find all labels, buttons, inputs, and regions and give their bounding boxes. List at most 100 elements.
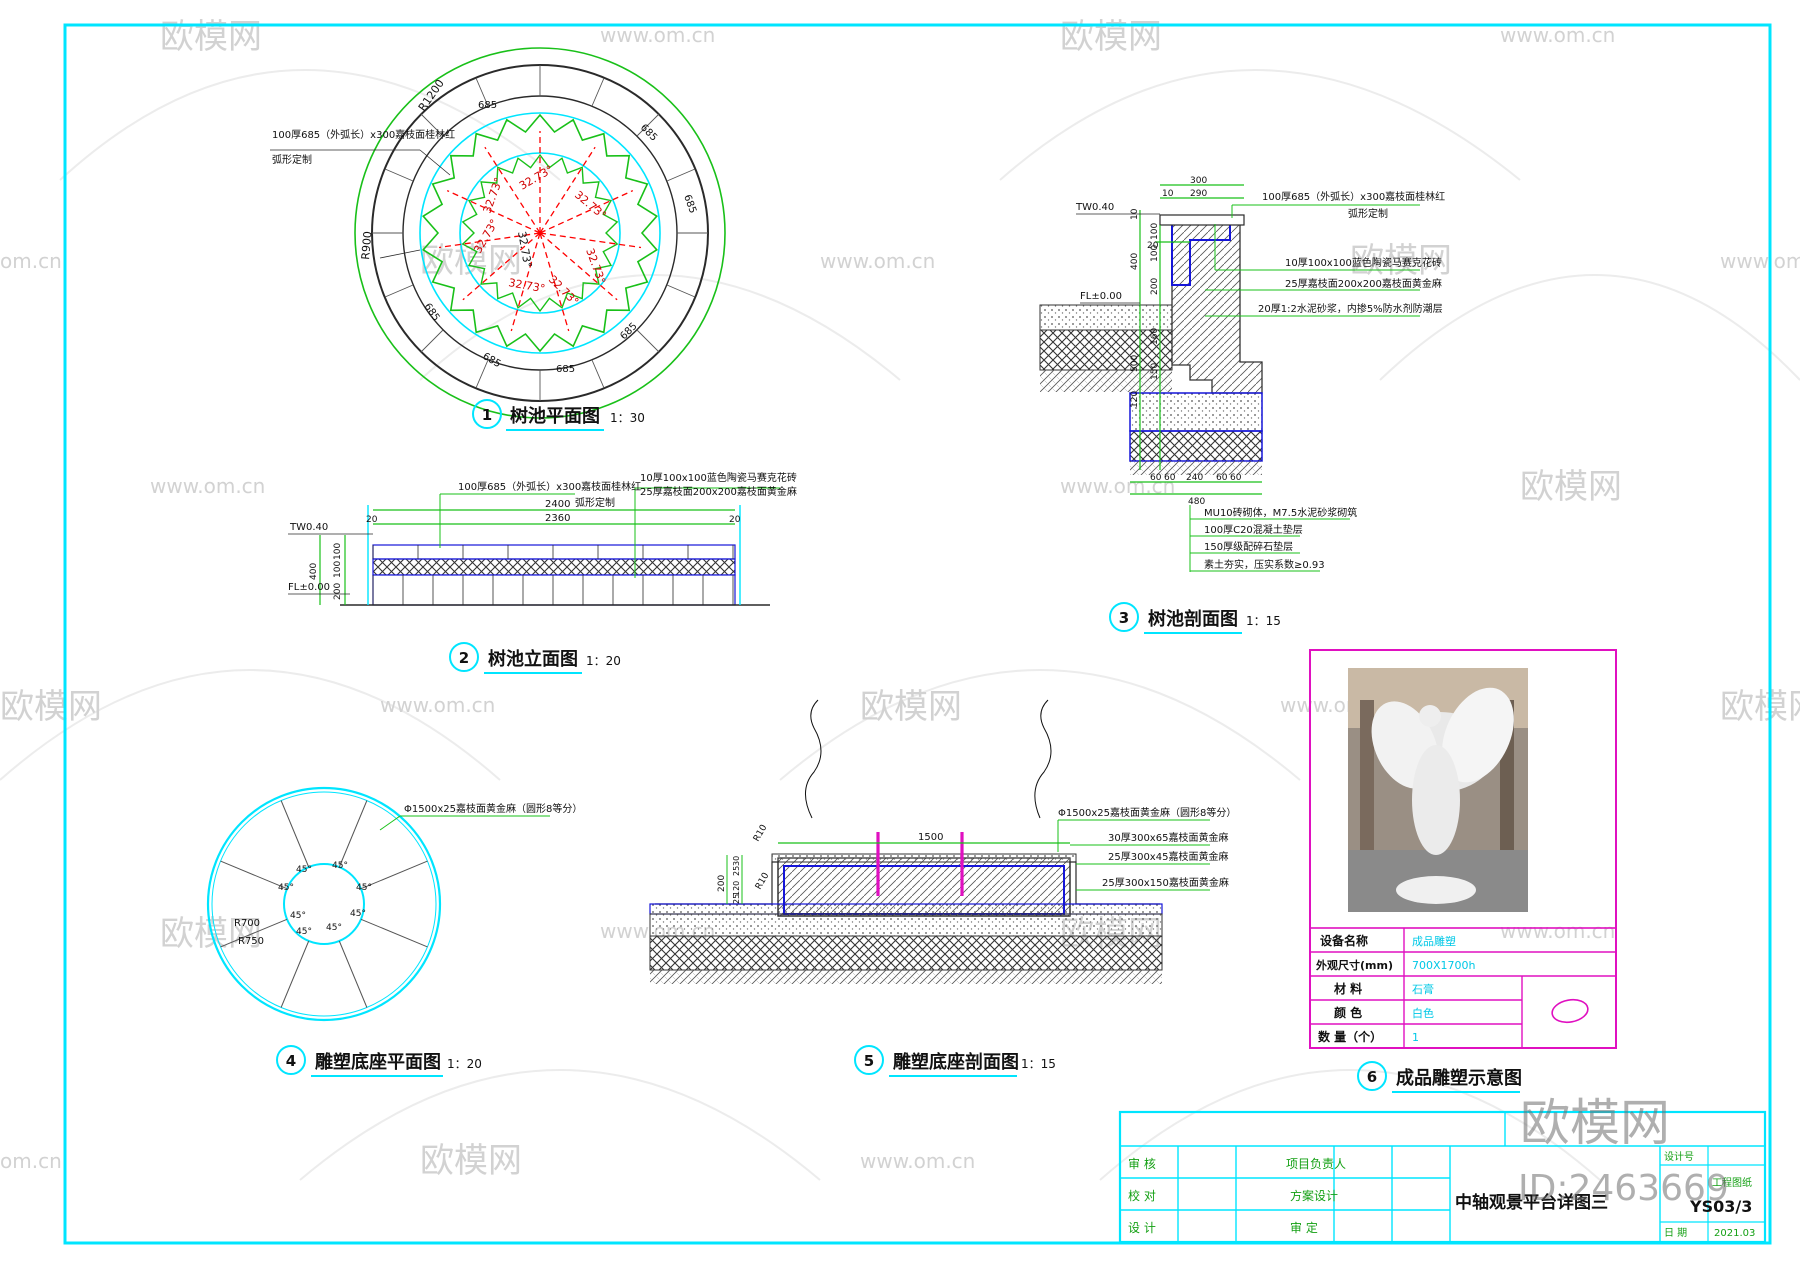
dim-60: 60	[1150, 473, 1162, 483]
view5-title: 雕塑底座剖面图	[893, 1051, 1019, 1073]
sculpture-photo	[1348, 668, 1528, 912]
watermark-url: om.cn	[0, 249, 62, 273]
project-lead-label: 项目负责人	[1286, 1157, 1346, 1171]
gravel-layer	[1039, 329, 1173, 371]
dim-10: 10	[1162, 189, 1174, 199]
dim-100: 100	[333, 561, 343, 578]
view3-section: 300 290 10 20 10 100 100 200 400 160 500…	[1039, 176, 1445, 634]
pit-star-inner	[461, 153, 619, 313]
view1-scale: 1：30	[610, 411, 645, 425]
dim-120: 120	[732, 881, 741, 896]
view2-note: 弧形定制	[575, 496, 615, 509]
mosaic-band	[372, 558, 736, 576]
concrete-footing	[1129, 392, 1263, 432]
dim-400: 400	[1130, 253, 1140, 270]
tw-elevation: TW0.40	[289, 522, 328, 533]
view6-title: 成品雕塑示意图	[1396, 1067, 1522, 1089]
angle-45: 45°	[332, 861, 348, 871]
view2-scale: 1：20	[586, 654, 621, 668]
watermark-url: www.om.cn	[150, 474, 265, 498]
view5-note: Φ1500x25嘉枝面黄金麻（圆形8等分）	[1058, 806, 1236, 819]
radial-line	[539, 190, 634, 234]
view3-note: 弧形定制	[1348, 207, 1388, 220]
view5-section: 1500 R10 R10 30 25 120 25 200 Φ1500x25嘉枝…	[649, 699, 1236, 1077]
radial-line	[539, 232, 642, 249]
paving-band	[372, 574, 736, 606]
base-division-lines	[220, 800, 428, 1008]
dim-685: 685	[556, 364, 575, 375]
view3-scale: 1：15	[1246, 614, 1281, 628]
spec-value: 成品雕塑	[1412, 934, 1456, 948]
watermark-url: www.om.cn	[860, 1149, 975, 1173]
view3-number: 3	[1119, 609, 1129, 627]
dim-100: 100	[333, 543, 343, 560]
radial-line	[510, 232, 541, 332]
color-swatch	[1551, 998, 1589, 1024]
watermark-brand: 欧模网	[860, 687, 962, 727]
angle-45: 45°	[296, 865, 312, 875]
dim-1500: 1500	[918, 832, 943, 843]
r750-label: R750	[238, 936, 264, 947]
r10-label: R10	[752, 823, 770, 844]
view3-note: 20厚1:2水泥砂浆，内掺5%防水剂防潮层	[1258, 302, 1443, 315]
drawing-title: 中轴观景平台详图三	[1455, 1192, 1608, 1213]
spec-label: 外观尺寸(mm)	[1315, 958, 1393, 972]
view2-note: 100厚685（外弧长）x300嘉枝面桂林红	[458, 480, 641, 493]
view6-sculpture: 设备名称 成品雕塑 外观尺寸(mm) 700X1700h 材 料 石膏 颜 色 …	[1309, 649, 1617, 1093]
dim-685: 685	[422, 301, 442, 323]
view5-number: 5	[864, 1052, 874, 1070]
watermark-brand: 欧模网	[1520, 467, 1622, 507]
dim-290: 290	[1190, 189, 1207, 199]
radial-line	[539, 146, 596, 234]
brick-wall	[1171, 219, 1263, 394]
angle-label: 32.73°	[517, 163, 556, 193]
view1-number-bubble	[472, 399, 502, 429]
concrete-layer	[649, 913, 1163, 937]
dim-60: 60	[1216, 473, 1228, 483]
watermark-brand: 欧模网	[0, 687, 102, 727]
watermark-brand: 欧模网	[160, 17, 262, 57]
spec-value: 白色	[1412, 1006, 1434, 1020]
pit-cyan-ring-outer	[419, 112, 661, 354]
watermark-brand: 欧模网	[1350, 241, 1452, 281]
layer-note: 100厚C20混凝土垫层	[1204, 523, 1303, 536]
dim-500: 500	[1130, 355, 1140, 372]
paving-top	[649, 903, 1163, 915]
paving-layer	[1039, 304, 1173, 331]
division-line	[220, 860, 288, 890]
dim-20: 20	[729, 515, 741, 525]
dim-100: 100	[1150, 223, 1160, 240]
angle-45: 45°	[278, 883, 294, 893]
view4-scale: 1：20	[447, 1057, 482, 1071]
dim-60: 60	[1230, 473, 1242, 483]
title-block: 审 核 校 对 设 计 项目负责人 方案设计 审 定 中轴观景平台详图三 YS0…	[1118, 1110, 1767, 1244]
fl-elevation: FL±0.00	[288, 582, 330, 593]
division-line	[338, 940, 368, 1008]
dim-150: 150	[1150, 363, 1160, 380]
fl-elevation: FL±0.00	[1080, 291, 1122, 302]
dim-30: 30	[732, 856, 741, 866]
radial-line	[539, 232, 570, 332]
division-line	[280, 940, 310, 1008]
radial-division-lines	[438, 131, 642, 332]
layer-note: 150厚级配碎石垫层	[1204, 540, 1293, 553]
r10-label: R10	[754, 871, 772, 892]
view6-number: 6	[1367, 1068, 1377, 1086]
view1-plan: 32.73° 32.73° 32.73° 32.73° 32.73° 32.73…	[270, 47, 726, 431]
drawing-number: YS03/3	[1689, 1197, 1752, 1216]
watermark-brand: 欧模网	[1720, 687, 1800, 727]
division-line	[360, 918, 428, 948]
angle-45: 45°	[350, 909, 366, 919]
division-line	[338, 800, 368, 868]
scheme-label: 方案设计	[1290, 1188, 1338, 1203]
view1-number: 1	[482, 406, 492, 424]
view3-note: 10厚100x100蓝色陶瓷马赛克花砖	[1285, 256, 1442, 269]
spec-label: 材 料	[1333, 981, 1362, 996]
dim-685: 685	[478, 100, 497, 111]
dim-480: 480	[1188, 497, 1205, 507]
dim-200: 200	[717, 875, 727, 892]
view1-note: 弧形定制	[272, 153, 312, 166]
coping-band	[372, 544, 736, 560]
soil-layer	[1040, 370, 1172, 392]
